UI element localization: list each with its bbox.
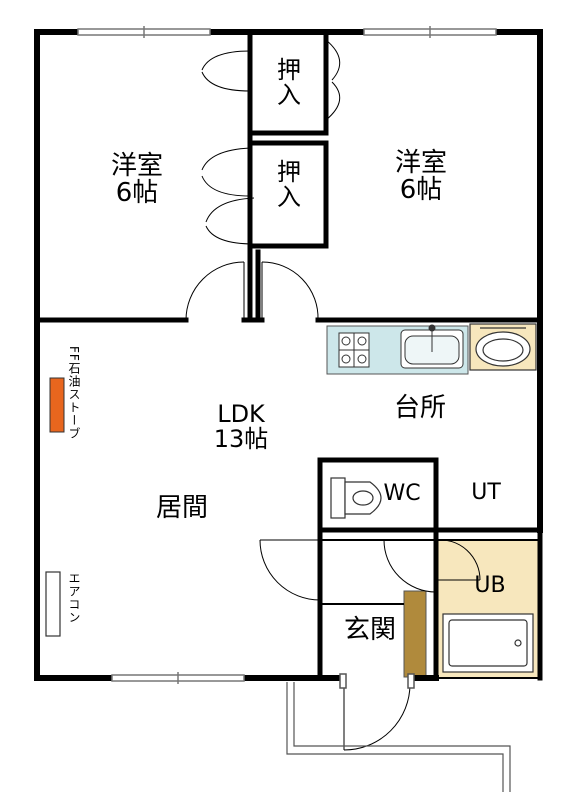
closet-top-char-1: 押 bbox=[277, 56, 301, 84]
ub-label: UB bbox=[474, 573, 506, 598]
stove-icon bbox=[338, 332, 370, 368]
doors bbox=[185, 39, 481, 751]
windows bbox=[77, 26, 497, 684]
closet-middle-label: 押 入 bbox=[274, 158, 304, 212]
bathtub-icon bbox=[442, 613, 534, 673]
entrance-label: 玄関 bbox=[343, 615, 396, 645]
bedroom-right-name: 洋室 bbox=[394, 148, 447, 178]
bedroom-left-size: 6帖 bbox=[115, 178, 159, 209]
bedroom-left-name: 洋室 bbox=[110, 151, 163, 181]
heater-label: FF石油ストーブ bbox=[67, 346, 81, 440]
heater-icon bbox=[49, 377, 65, 433]
bedroom-left-label: 洋室 6帖 bbox=[104, 151, 170, 209]
ldk-label: LDK 13帖 bbox=[196, 400, 286, 454]
wash-basin-icon bbox=[469, 323, 537, 371]
living-label: 居間 bbox=[155, 493, 208, 523]
interior-walls bbox=[37, 32, 543, 681]
kitchen-sink-icon bbox=[400, 324, 464, 369]
ut-label: UT bbox=[471, 480, 501, 505]
kitchen-label: 台所 bbox=[393, 393, 446, 423]
wc-label: WC bbox=[383, 481, 421, 506]
ldk-name: LDK bbox=[217, 400, 265, 428]
closet-middle-char-2: 入 bbox=[277, 183, 301, 212]
closet-top-label: 押 入 bbox=[274, 56, 304, 110]
entrance-frame bbox=[339, 673, 415, 689]
porch bbox=[286, 682, 511, 792]
bedroom-right-label: 洋室 6帖 bbox=[388, 148, 454, 206]
aircon-label: エアコン bbox=[67, 572, 81, 624]
ldk-size: 13帖 bbox=[213, 425, 269, 454]
closet-top-char-2: 入 bbox=[277, 81, 301, 110]
closet-middle-char-1: 押 bbox=[277, 158, 301, 186]
outer-walls bbox=[34, 29, 543, 681]
aircon-icon bbox=[45, 571, 61, 637]
bedroom-right-size: 6帖 bbox=[399, 175, 443, 206]
toilet-icon bbox=[330, 477, 382, 519]
